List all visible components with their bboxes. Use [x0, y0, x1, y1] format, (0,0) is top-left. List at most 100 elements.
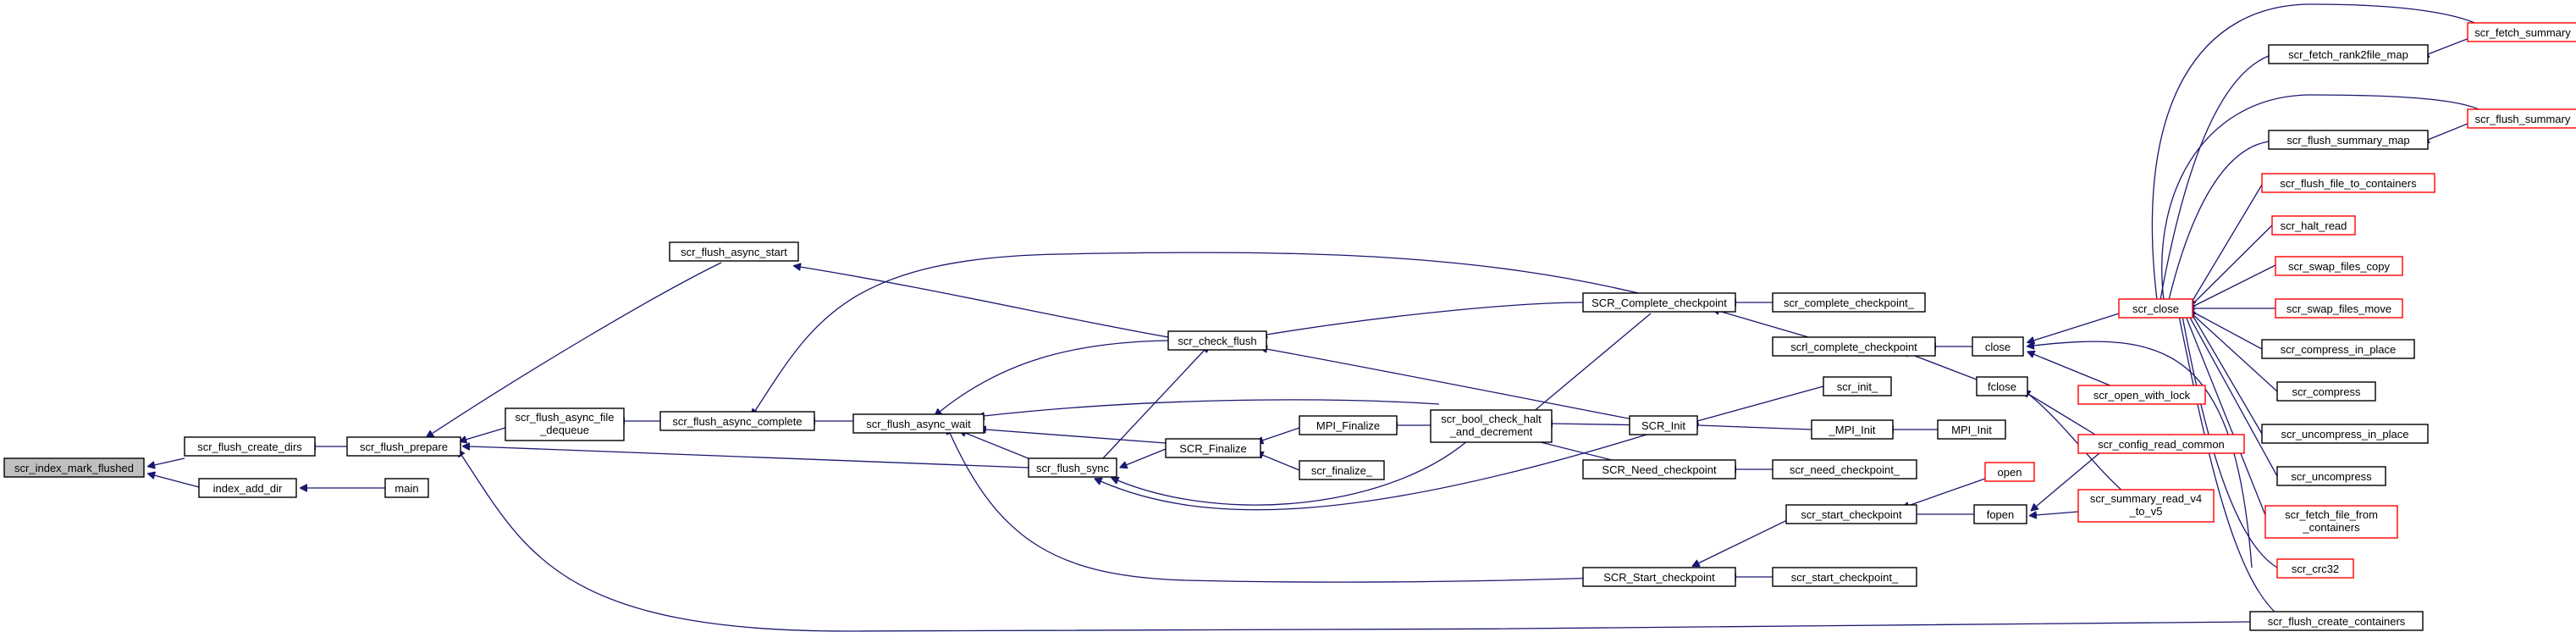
svg-text:scr_flush_create_dirs: scr_flush_create_dirs [197, 441, 302, 453]
node-scr-start-checkpoint-upper[interactable]: SCR_Start_checkpoint [1582, 567, 1736, 587]
edge-mpi-init-underscore-to-init [1697, 425, 1812, 430]
node-scr-flush-summary[interactable]: scr_flush_summary [2467, 108, 2576, 129]
node-mpi-init[interactable]: MPI_Init [1937, 419, 2006, 440]
node-scr-init-underscore[interactable]: scr_init_ [1823, 376, 1892, 396]
edge-config-read-to-fopen [2036, 452, 2100, 507]
node-scr-halt-read[interactable]: scr_halt_read [2271, 215, 2356, 236]
node-scr-start-checkpoint-underscore[interactable]: scr_start_checkpoint_ [1772, 567, 1917, 587]
node-main[interactable]: main [384, 478, 429, 498]
node-scr-fetch-rank2file-map[interactable]: scr_fetch_rank2file_map [2268, 44, 2429, 64]
svg-text:_MPI_Init: _MPI_Init [1829, 424, 1876, 436]
node-index-add-dir[interactable]: index_add_dir [198, 478, 297, 498]
edge-scrl-complete-to-complete [1718, 311, 1821, 341]
edge-flush-create-dirs-to-root [154, 457, 185, 465]
node-scr-flush-async-file-dequeue[interactable]: scr_flush_async_file _dequeue [505, 407, 625, 441]
edge-check-flush-to-async-start [800, 267, 1169, 338]
node-fclose[interactable]: fclose [1976, 376, 2028, 396]
svg-text:scr_summary_read_v4: scr_summary_read_v4 [2090, 492, 2202, 505]
node-scr-flush-create-containers[interactable]: scr_flush_create_containers [2249, 611, 2424, 631]
edge-fetch-rank2file-to-scr-close [2160, 55, 2270, 300]
svg-text:open: open [1998, 466, 2022, 479]
node-scr-swap-files-copy[interactable]: scr_swap_files_copy [2275, 256, 2403, 276]
svg-text:MPI_Finalize: MPI_Finalize [1316, 419, 1380, 432]
svg-text:SCR_Init: SCR_Init [1641, 419, 1685, 432]
node-scr-flush-prepare[interactable]: scr_flush_prepare [346, 436, 461, 457]
edge-swap-copy-to-scr-close [2193, 264, 2276, 307]
node-scr-need-checkpoint-underscore[interactable]: scr_need_checkpoint_ [1772, 459, 1917, 479]
node-scr-need-checkpoint-upper[interactable]: SCR_Need_checkpoint [1582, 459, 1736, 479]
svg-text:fclose: fclose [1988, 380, 2016, 393]
node-fopen[interactable]: fopen [1973, 504, 2027, 524]
edge-flush-sync-to-check-flush [1101, 350, 1205, 460]
svg-text:SCR_Start_checkpoint: SCR_Start_checkpoint [1603, 571, 1715, 584]
edge-complete-checkpoint-to-bool-check [1532, 313, 1652, 413]
edge-create-containers-to-prepare [461, 455, 2251, 632]
edge-dequeue-to-prepare [466, 427, 506, 440]
edge-finalize-underscore-to-finalize [1262, 455, 1300, 471]
svg-text:scr_flush_prepare: scr_flush_prepare [360, 441, 448, 453]
svg-text:scr_swap_files_move: scr_swap_files_move [2286, 302, 2391, 315]
svg-text:scr_compress: scr_compress [2292, 385, 2361, 398]
edge-complete-checkpoint-to-async-complete [755, 252, 1653, 411]
svg-text:scr_start_checkpoint_: scr_start_checkpoint_ [1791, 571, 1899, 584]
node-scr-flush-summary-map[interactable]: scr_flush_summary_map [2268, 130, 2429, 150]
edge-compress-to-scr-close [2193, 314, 2278, 392]
svg-text:scr_flush_summary_map: scr_flush_summary_map [2286, 134, 2409, 147]
edge-mpi-finalize-to-finalize [1262, 427, 1300, 441]
svg-text:scr_index_mark_flushed: scr_index_mark_flushed [14, 462, 134, 474]
node-scr-fetch-file-from-containers[interactable]: scr_fetch_file_from _containers [2264, 505, 2398, 539]
node-scr-flush-sync[interactable]: scr_flush_sync [1028, 457, 1117, 478]
svg-text:close: close [1985, 341, 2011, 353]
node-scr-bool-check-halt[interactable]: scr_bool_check_halt _and_decrement [1430, 409, 1553, 443]
edge-uncompress-to-scr-close [2189, 316, 2278, 477]
node-scr-crc32[interactable]: scr_crc32 [2276, 558, 2354, 579]
node-mpi-init-underscore[interactable]: _MPI_Init [1811, 419, 1894, 440]
svg-text:scr_open_with_lock: scr_open_with_lock [2093, 389, 2191, 402]
node-scr-compress[interactable]: scr_compress [2276, 381, 2376, 402]
node-scr-config-read-common[interactable]: scr_config_read_common [2077, 434, 2245, 454]
svg-text:scr_compress_in_place: scr_compress_in_place [2281, 343, 2397, 356]
svg-text:scr_flush_file_to_containers: scr_flush_file_to_containers [2280, 177, 2417, 190]
node-open[interactable]: open [1984, 462, 2035, 482]
node-scr-index-mark-flushed[interactable]: scr_index_mark_flushed [3, 457, 145, 478]
node-mpi-finalize[interactable]: MPI_Finalize [1299, 415, 1398, 435]
svg-text:_to_v5: _to_v5 [2128, 505, 2162, 518]
svg-text:scr_fetch_rank2file_map: scr_fetch_rank2file_map [2288, 48, 2408, 61]
edge-halt-read-to-scr-close [2193, 224, 2273, 304]
node-scr-start-checkpoint-lower[interactable]: scr_start_checkpoint [1785, 504, 1917, 524]
node-scr-uncompress[interactable]: scr_uncompress [2276, 466, 2386, 486]
node-scr-flush-async-complete[interactable]: scr_flush_async_complete [659, 411, 815, 431]
edge-bool-check-to-flush-sync [1117, 433, 1476, 506]
node-scr-finalize-upper[interactable]: SCR_Finalize [1165, 438, 1261, 458]
node-scr-check-flush[interactable]: scr_check_flush [1167, 330, 1267, 351]
node-scr-swap-files-move[interactable]: scr_swap_files_move [2275, 298, 2403, 319]
node-scr-close[interactable]: scr_close [2118, 298, 2193, 319]
node-scr-flush-async-wait[interactable]: scr_flush_async_wait [852, 413, 985, 434]
edge-index-add-dir-to-root [154, 475, 200, 488]
node-scr-uncompress-in-place[interactable]: scr_uncompress_in_place [2261, 424, 2429, 444]
edge-finalize-to-async-wait [985, 430, 1167, 444]
svg-text:SCR_Finalize: SCR_Finalize [1179, 442, 1246, 455]
edge-fclose-to-scrl-complete [1908, 353, 1978, 380]
node-scr-complete-checkpoint-upper[interactable]: SCR_Complete_checkpoint [1582, 292, 1736, 313]
svg-text:scr_uncompress: scr_uncompress [2291, 470, 2372, 483]
node-scrl-complete-checkpoint[interactable]: scrl_complete_checkpoint [1772, 336, 1936, 357]
edge-crc32-to-close [2033, 341, 2253, 568]
edge-flush-summary-to-scr-close [2162, 94, 2481, 300]
svg-text:scr_start_checkpoint: scr_start_checkpoint [1801, 508, 1902, 521]
node-scr-flush-file-to-containers[interactable]: scr_flush_file_to_containers [2261, 173, 2435, 193]
node-scr-summary-read-v4-to-v5[interactable]: scr_summary_read_v4 _to_v5 [2077, 489, 2215, 523]
node-scr-compress-in-place[interactable]: scr_compress_in_place [2261, 339, 2415, 359]
edge-config-read-to-fclose [2028, 394, 2100, 438]
node-scr-fetch-summary[interactable]: scr_fetch_summary [2467, 22, 2576, 42]
edge-summary-read-to-fopen [2036, 511, 2079, 515]
node-scr-flush-create-dirs[interactable]: scr_flush_create_dirs [184, 436, 316, 457]
node-scr-flush-async-start[interactable]: scr_flush_async_start [669, 241, 799, 262]
node-close[interactable]: close [1972, 336, 2024, 357]
node-scr-finalize-underscore[interactable]: scr_finalize_ [1299, 460, 1385, 480]
node-scr-complete-checkpoint-underscore[interactable]: scr_complete_checkpoint_ [1772, 292, 1926, 313]
edge-init-to-flush-sync [1100, 431, 1656, 511]
svg-text:MPI_Init: MPI_Init [1951, 424, 1992, 436]
node-scr-open-with-lock[interactable]: scr_open_with_lock [2077, 385, 2206, 405]
node-scr-init-upper[interactable]: SCR_Init [1629, 415, 1698, 435]
